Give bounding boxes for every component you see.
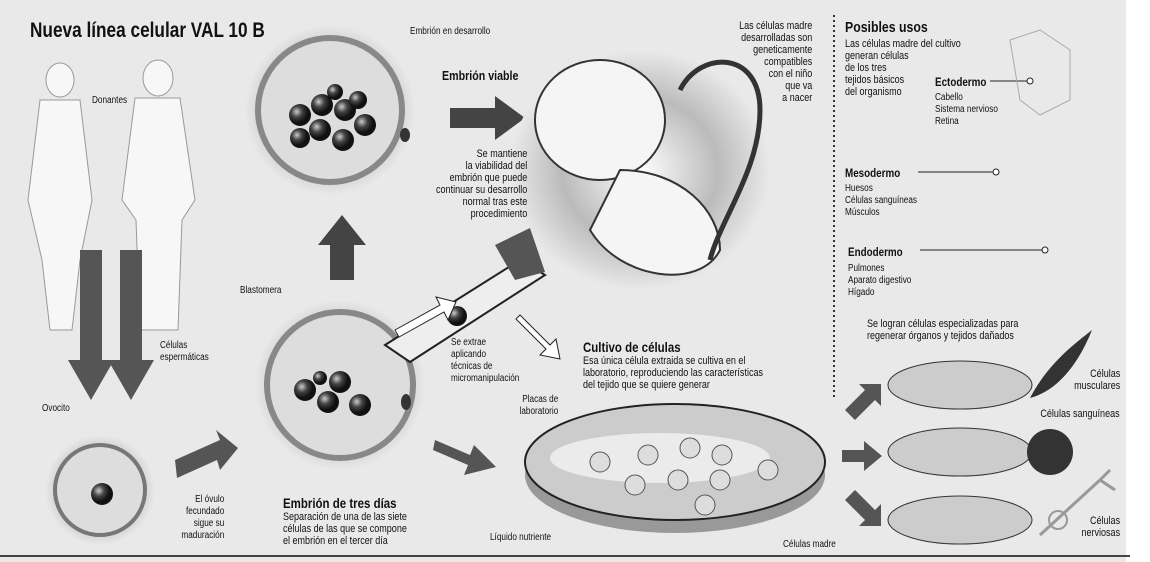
specialized-text: Se logran células especializadas para re…	[867, 318, 1019, 342]
arrows-to-dishes	[842, 384, 882, 526]
up-arrow	[318, 215, 366, 280]
muscle-cell	[1030, 330, 1092, 398]
ectoderm-title: Ectodermo	[935, 75, 987, 89]
label-nerve-cells: Células nerviosas	[1081, 515, 1120, 539]
fetus	[534, 59, 763, 276]
label-sperm-cells: Células espermáticas	[160, 340, 209, 363]
arrow-outline	[515, 314, 561, 360]
mesoderm-title: Mesodermo	[845, 166, 901, 180]
uses-intro: Las células madre del cultivo generan cé…	[845, 38, 961, 98]
ectoderm-items: Cabello Sistema nervioso Retina	[935, 92, 998, 127]
label-ovocyte: Ovocito	[42, 403, 70, 414]
mesoderm-items: Huesos Células sanguíneas Músculos	[845, 183, 918, 218]
viability-text: Se mantiene la viabilidad del embrión qu…	[435, 148, 527, 220]
endoderm-items: Pulmones Aparato digestivo Hígado	[848, 263, 912, 298]
label-blastomere: Blastomera	[240, 285, 282, 296]
page-title: Nueva línea celular VAL 10 B	[30, 19, 265, 42]
label-muscle-cells: Células musculares	[1073, 368, 1120, 392]
compatibility-text: Las células madre desarrolladas son gene…	[738, 20, 812, 104]
arrow-right	[450, 96, 525, 140]
culture-text: Esa única célula extraida se cultiva en …	[583, 355, 764, 391]
down-arrows	[68, 250, 154, 400]
arrow	[433, 440, 496, 475]
label-embryo-developing: Embrión en desarrollo	[410, 26, 491, 37]
label-lab-plates: Placas de laboratorio	[519, 394, 558, 417]
culture-dish	[524, 403, 826, 533]
blood-cell	[1027, 429, 1073, 475]
label-donors: Donantes	[92, 95, 128, 106]
small-dishes	[887, 360, 1033, 545]
arrow-outline	[394, 296, 457, 338]
uses-title: Posibles usos	[845, 19, 928, 36]
three-day-embryo-title: Embrión de tres días	[283, 495, 397, 511]
endoderm-title: Endodermo	[848, 245, 903, 259]
label-nutrient-liquid: Líquido nutriente	[490, 532, 552, 543]
extraction-text: Se extrae aplicando técnicas de microman…	[451, 337, 520, 384]
ovum-text: El óvulo fecundado sigue su maduración	[181, 494, 224, 541]
culture-title: Cultivo de células	[583, 339, 681, 355]
three-day-embryo-text: Separación de una de las siete células d…	[283, 511, 407, 547]
arrow	[175, 430, 238, 478]
label-stem-cells: Células madre	[783, 539, 836, 550]
face-sketch	[1009, 29, 1071, 116]
label-viable-embryo: Embrión viable	[442, 68, 519, 83]
label-blood-cells: Células sanguíneas	[1040, 408, 1120, 420]
